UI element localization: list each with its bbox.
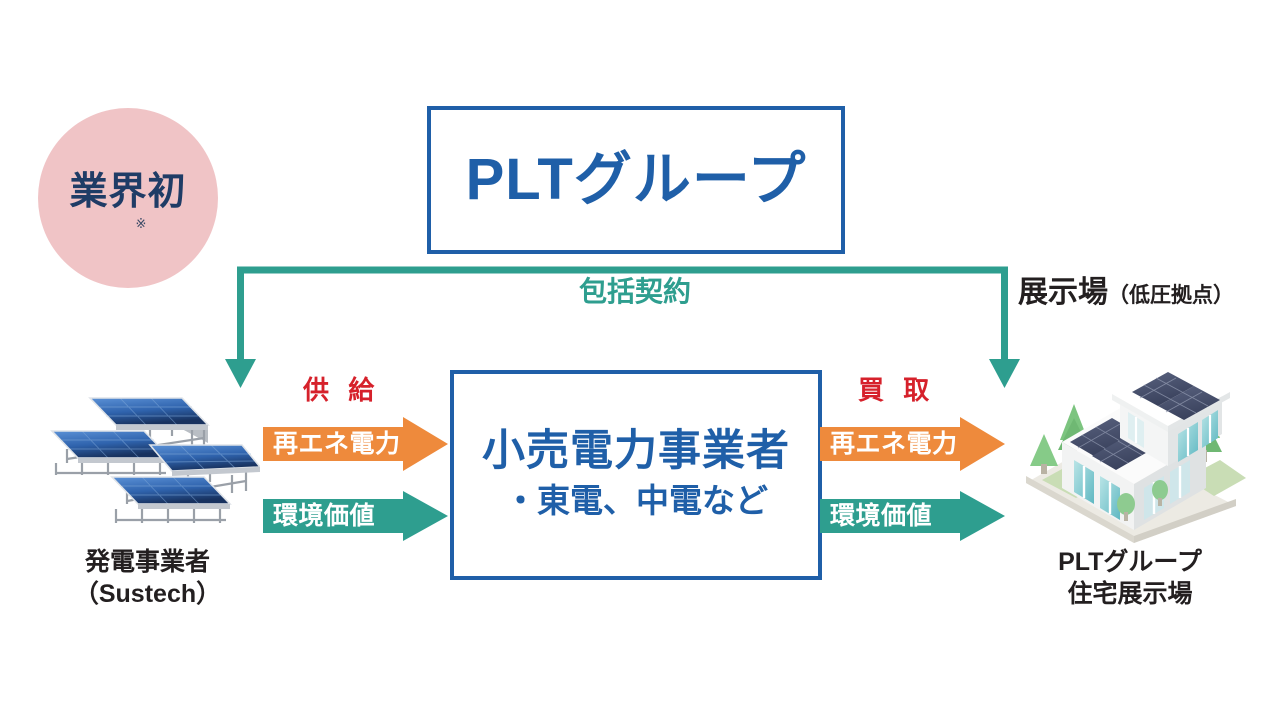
exhibition-venue-sub-text: （低圧拠点）	[1108, 284, 1234, 307]
exhibition-house-caption-line1: PLTグループ	[1058, 548, 1202, 576]
industry-first-badge-label: 業界初	[69, 170, 187, 213]
supply-power-arrow-label: 再エネ電力	[273, 429, 401, 458]
solar-panel-array-icon	[50, 397, 260, 523]
purchase-value-arrow-shape-icon	[820, 491, 1005, 541]
exhibition-house-caption: PLTグループ 住宅展示場	[1025, 546, 1235, 610]
solar-array-upper	[50, 397, 210, 475]
power-generator-caption: 発電事業者 （Sustech）	[45, 546, 250, 610]
plt-group-title-box: PLTグループ	[427, 106, 845, 254]
industry-first-badge: 業界初 ※	[38, 108, 218, 288]
supply-environmental-value-arrow: 環境価値	[263, 491, 448, 541]
supply-value-arrow-label: 環境価値	[273, 501, 376, 530]
supply-flow-caption: 供 給	[303, 375, 381, 405]
retail-electricity-provider-box: 小売電力事業者 ・東電、中電など	[450, 370, 822, 580]
purchase-environmental-value-arrow: 環境価値	[820, 491, 1005, 541]
exhibition-venue-main-text: 展示場	[1018, 276, 1108, 309]
supply-power-arrow-shape-icon	[263, 417, 448, 471]
power-generator-caption-line1: 発電事業者	[84, 548, 210, 576]
exhibition-venue-label: 展示場（低圧拠点）	[1018, 278, 1234, 308]
purchase-value-arrow-label: 環境価値	[830, 501, 933, 530]
plt-group-title-label: PLTグループ	[465, 147, 807, 212]
comprehensive-contract-label: 包括契約	[578, 276, 691, 307]
purchase-power-arrow-label: 再エネ電力	[830, 429, 958, 458]
power-generator-caption-line2: （Sustech）	[73, 580, 222, 608]
solar-array-lower	[110, 444, 260, 523]
retail-provider-title: 小売電力事業者	[482, 426, 790, 475]
exhibition-house-caption-line2: 住宅展示場	[1067, 580, 1193, 608]
industry-first-badge-footnote-mark: ※	[135, 215, 147, 231]
purchase-flow-caption: 買 取	[858, 375, 936, 405]
upper-roof-solar-panels	[1132, 372, 1220, 420]
purchase-renewable-power-arrow: 再エネ電力	[820, 417, 1005, 471]
retail-provider-examples: ・東電、中電など	[504, 481, 768, 519]
solar-house-icon	[1026, 360, 1246, 543]
house-shrubs	[1117, 480, 1168, 521]
supply-renewable-power-arrow: 再エネ電力	[263, 417, 448, 471]
supply-value-arrow-shape-icon	[263, 491, 448, 541]
purchase-power-arrow-shape-icon	[820, 417, 1005, 471]
